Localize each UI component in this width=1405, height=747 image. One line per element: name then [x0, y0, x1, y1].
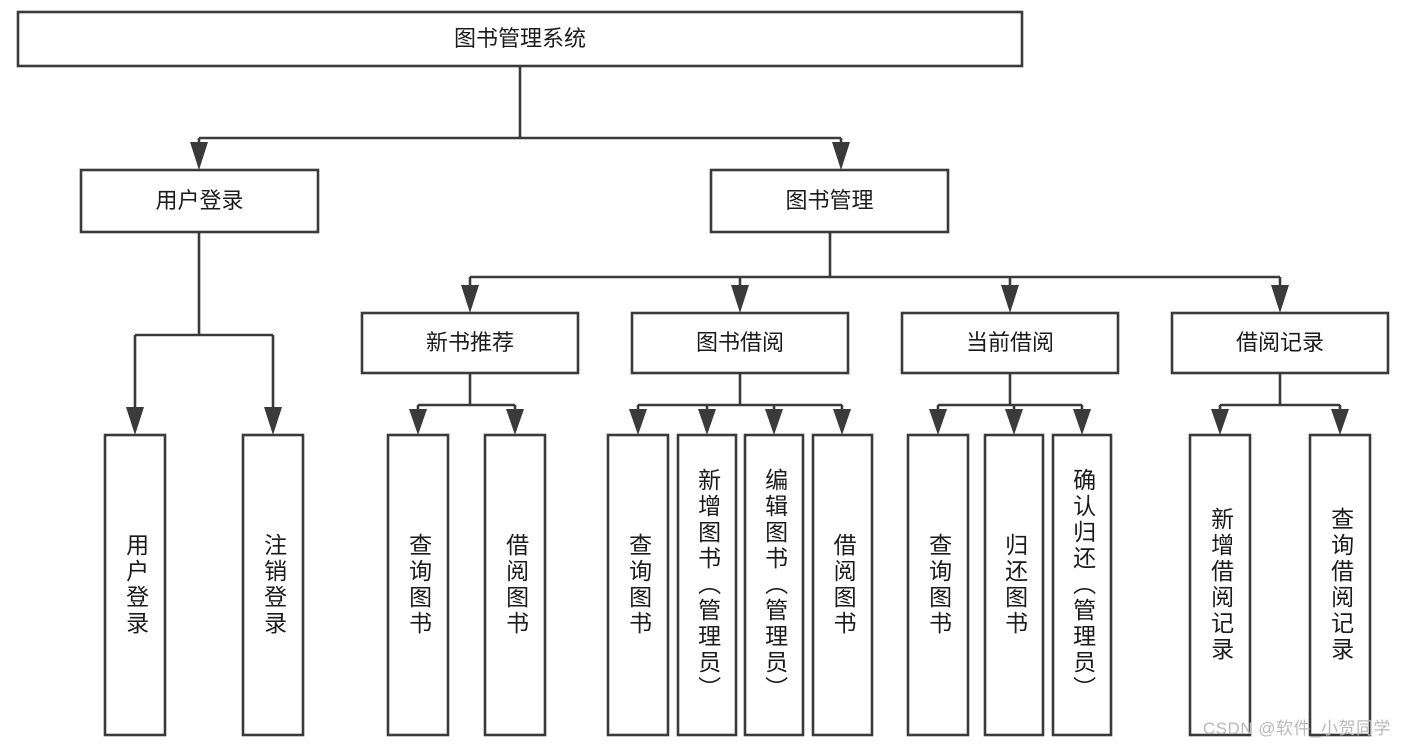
connector-root-to-level2 [197, 66, 843, 142]
watermark-text: CSDN @软件_小贺同学 [1202, 719, 1391, 738]
leaf-box-query-book-current[interactable] [906, 433, 970, 737]
connector-current-borrow-to-leaves [929, 373, 1091, 435]
connector-new-book-to-leaves [409, 373, 524, 435]
node-borrow-record-label: 借阅记录 [1236, 330, 1324, 355]
arrow-to-book-management [832, 142, 850, 170]
leaf-box-query-borrow-record[interactable] [1308, 433, 1372, 737]
leaf-box-edit-book-admin[interactable] [743, 433, 805, 737]
node-user-login-label: 用户登录 [155, 188, 243, 213]
leaf-boxes [103, 433, 1372, 737]
node-user-login[interactable]: 用户登录 [79, 168, 320, 234]
node-book-management-label: 图书管理 [785, 188, 873, 213]
leaf-box-borrow-book[interactable] [811, 433, 874, 737]
node-current-borrow-label: 当前借阅 [966, 330, 1054, 355]
node-book-management[interactable]: 图书管理 [709, 168, 950, 234]
node-root-label: 图书管理系统 [454, 26, 586, 51]
leaf-box-user-login[interactable] [103, 433, 167, 737]
node-new-book-recommend-label: 新书推荐 [426, 330, 514, 355]
node-book-borrow[interactable]: 图书借阅 [630, 311, 850, 375]
node-current-borrow[interactable]: 当前借阅 [900, 311, 1120, 375]
node-new-book-recommend[interactable]: 新书推荐 [360, 311, 580, 375]
leaf-box-borrow-book-new[interactable] [483, 433, 547, 737]
leaf-box-query-book-borrow[interactable] [606, 433, 670, 737]
leaf-box-logout[interactable] [241, 433, 305, 737]
leaf-box-query-book-new[interactable] [386, 433, 450, 737]
node-borrow-record[interactable]: 借阅记录 [1170, 311, 1390, 375]
leaf-box-return-book[interactable] [983, 433, 1045, 737]
leaf-box-confirm-return-admin[interactable] [1051, 433, 1113, 737]
connector-book-borrow-to-leaves [629, 373, 851, 435]
node-root[interactable]: 图书管理系统 [16, 10, 1024, 68]
connector-user-login-to-leaves [126, 232, 282, 435]
leaf-box-add-book-admin[interactable] [676, 433, 738, 737]
node-book-borrow-label: 图书借阅 [696, 330, 784, 355]
connector-book-management-to-level3 [461, 232, 1289, 313]
arrow-to-user-login [190, 142, 208, 170]
leaf-box-add-borrow-record[interactable] [1188, 433, 1252, 737]
connector-borrow-record-to-leaves [1211, 373, 1349, 435]
